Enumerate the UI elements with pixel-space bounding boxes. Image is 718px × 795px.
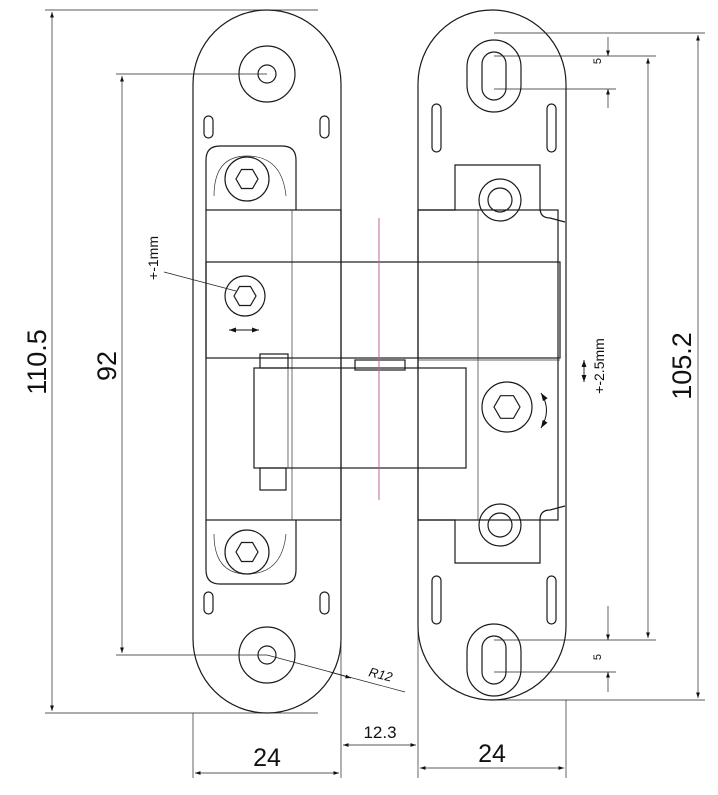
label-lateral-adjustment: +-1mm — [145, 236, 161, 280]
hinge-arm-mechanism — [205, 218, 561, 500]
dimension-slot-top — [494, 37, 616, 108]
label-left-width: 24 — [253, 744, 281, 772]
dimension-right-outer — [494, 32, 705, 701]
dimension-hole-spacing-right — [494, 55, 656, 641]
dimension-radius — [266, 654, 406, 693]
dimension-widths — [192, 620, 567, 778]
dimension-hole-spacing-left — [116, 73, 267, 656]
rotation-arrow-icon — [540, 392, 548, 429]
label-gap: 12.3 — [363, 723, 396, 742]
label-hole-spacing-right: 105.2 — [667, 332, 697, 400]
label-slot-bottom: 5 — [592, 654, 604, 660]
label-vertical-adjustment: +-2.5mm — [591, 338, 607, 394]
label-radius: R12 — [367, 664, 395, 685]
label-hole-spacing-left: 92 — [92, 351, 122, 381]
right-hinge-plate — [417, 9, 567, 701]
label-total-height: 110.5 — [22, 329, 52, 395]
dimension-total-height — [45, 9, 318, 714]
dimension-slot-bottom — [494, 606, 616, 692]
left-hinge-plate — [192, 9, 342, 714]
label-slot-top: 5 — [592, 58, 604, 64]
label-right-width: 24 — [478, 740, 506, 768]
